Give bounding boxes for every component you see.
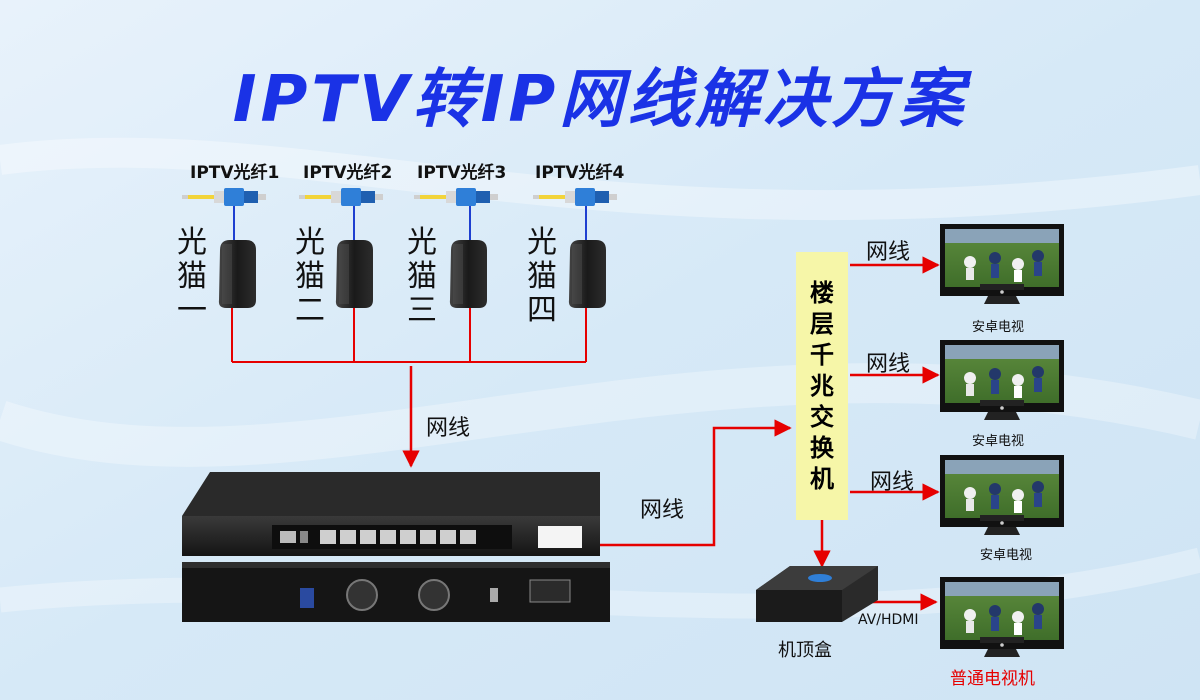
switch-char: 机: [810, 464, 834, 493]
modem-name-4-char: 四: [527, 293, 557, 328]
modem-name-1-char: 猫: [177, 259, 207, 294]
android-tv-2: [940, 340, 1064, 420]
tv-caption-2: 安卓电视: [972, 434, 1025, 449]
switch-char: 兆: [810, 371, 834, 400]
gateway-device-front: [182, 472, 600, 556]
stb-link-label: AV/HDMI: [858, 612, 919, 628]
floor-switch-box: 楼 层 千 兆 交 换 机: [796, 252, 848, 520]
modem-name-2-char: 光: [295, 225, 325, 260]
modem-name-2-char: 猫: [295, 259, 325, 294]
switch-char: 交: [810, 402, 834, 431]
modem-4: [568, 240, 606, 308]
modem-name-1-char: 光: [177, 225, 207, 260]
normal-tv-caption: 普通电视机: [950, 669, 1035, 689]
cable-label-tv-2: 网线: [866, 352, 911, 377]
modem-name-1: 光 猫 一: [174, 226, 210, 328]
android-tv-3: [940, 455, 1064, 535]
cable-label-bus: 网线: [426, 416, 471, 441]
tv-caption-1: 安卓电视: [972, 320, 1025, 335]
modem-1: [218, 240, 256, 308]
stb-label: 机顶盒: [778, 640, 832, 661]
modem-name-2-char: 二: [295, 293, 325, 328]
cable-label-tv-1: 网线: [866, 240, 911, 265]
gateway-to-switch-wire: [600, 419, 792, 547]
modem-name-3-char: 猫: [407, 259, 437, 294]
modem-name-4-char: 光: [527, 225, 557, 260]
set-top-box: [756, 566, 878, 622]
gateway-device-back: [182, 562, 610, 622]
tv-caption-3: 安卓电视: [980, 548, 1033, 563]
modem-name-3: 光 猫 三: [404, 226, 440, 328]
fiber-label-2: IPTV光纤2: [303, 163, 393, 183]
modem-bus-wiring: [231, 308, 587, 363]
modem-2: [335, 240, 373, 308]
cable-label-gateway: 网线: [640, 498, 685, 523]
modem-name-3-char: 光: [407, 225, 437, 260]
switch-char: 层: [810, 309, 834, 338]
switch-char: 千: [810, 340, 834, 369]
fiber-label-1: IPTV光纤1: [190, 163, 280, 183]
switch-char: 楼: [810, 278, 834, 307]
modem-3: [449, 240, 487, 308]
cable-label-tv-3: 网线: [870, 470, 915, 495]
modem-name-1-char: 一: [177, 293, 207, 328]
modem-name-3-char: 三: [407, 293, 437, 328]
fiber-label-3: IPTV光纤3: [417, 163, 507, 183]
modem-name-2: 光 猫 二: [292, 226, 328, 328]
modem-name-4-char: 猫: [527, 259, 557, 294]
page-title: IPTV转IP网线解决方案: [232, 63, 968, 137]
fiber-label-4: IPTV光纤4: [535, 163, 625, 183]
modem-name-4: 光 猫 四: [524, 226, 560, 328]
normal-tv: [940, 577, 1064, 657]
android-tv-1: [940, 224, 1064, 304]
switch-char: 换: [810, 433, 834, 462]
